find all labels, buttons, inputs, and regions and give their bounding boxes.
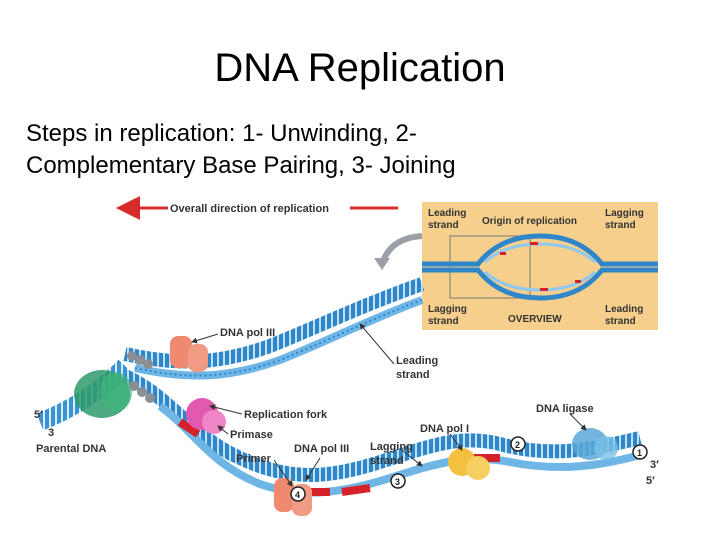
label-three-prime-left: 3 (48, 427, 54, 439)
label-three-prime-right: 3′ (650, 459, 659, 471)
dna-ligase-protein (572, 428, 618, 460)
replication-diagram: Overall direction of replication Leading… (34, 196, 659, 516)
label-lagging-2: strand (370, 455, 404, 467)
overview-leading-right-1: Leading (605, 304, 643, 315)
svg-text:3: 3 (395, 477, 400, 487)
leading-strand-parental (123, 277, 425, 369)
overview-leading-right-2: strand (605, 316, 636, 327)
dna-pol-i-protein (448, 448, 490, 480)
label-five-prime-right: 5′ (646, 475, 655, 487)
overview-lagging-right-1: Lagging (605, 208, 644, 219)
overview-lagging-left-2: strand (428, 316, 459, 327)
label-parental-dna: Parental DNA (36, 443, 106, 455)
label-dna-pol-iii-top: DNA pol III (220, 327, 275, 339)
overall-direction-label: Overall direction of replication (170, 203, 329, 215)
leading-strand-new (134, 296, 424, 380)
svg-text:4: 4 (295, 490, 300, 500)
body-line-2: Complementary Base Pairing, 3- Joining (26, 152, 456, 179)
overview-lagging-left-1: Lagging (428, 304, 467, 315)
ssb-proteins (127, 351, 155, 403)
slide-body: Steps in replication: 1- Unwinding, 2- C… (26, 118, 706, 182)
label-dna-pol-i: DNA pol I (420, 423, 469, 435)
overview-leading-left-2: strand (428, 220, 459, 231)
label-dna-pol-iii-bottom: DNA pol III (294, 443, 349, 455)
body-line-1: Steps in replication: 1- Unwinding, 2- (26, 120, 417, 147)
label-five-prime-left: 5′ (34, 409, 43, 421)
label-replication-fork: Replication fork (244, 409, 328, 421)
overview-panel: Leading strand Origin of replication Lag… (422, 202, 658, 330)
overview-leading-left-1: Leading (428, 208, 466, 219)
label-primer: Primer (236, 453, 272, 465)
overview-title: OVERVIEW (508, 314, 562, 325)
overall-direction-arrow: Overall direction of replication (116, 196, 398, 220)
step-3: 3 (390, 473, 406, 489)
step-4: 4 (290, 486, 306, 502)
svg-text:2: 2 (515, 440, 520, 450)
overview-lagging-right-2: strand (605, 220, 636, 231)
lagging-strand-new (157, 402, 646, 497)
label-primase: Primase (230, 429, 273, 441)
label-lagging-1: Lagging (370, 441, 413, 453)
dna-pol-iii-top-protein (170, 336, 208, 372)
lagging-strand-parental (122, 369, 642, 482)
label-leading-1: Leading (396, 355, 438, 367)
label-leading-2: strand (396, 369, 430, 381)
label-dna-ligase: DNA ligase (536, 403, 594, 415)
step-1: 1 (632, 444, 648, 460)
slide-title: DNA Replication (214, 46, 506, 90)
step-2: 2 (510, 436, 526, 452)
overview-origin: Origin of replication (482, 216, 577, 227)
svg-text:1: 1 (637, 448, 642, 458)
